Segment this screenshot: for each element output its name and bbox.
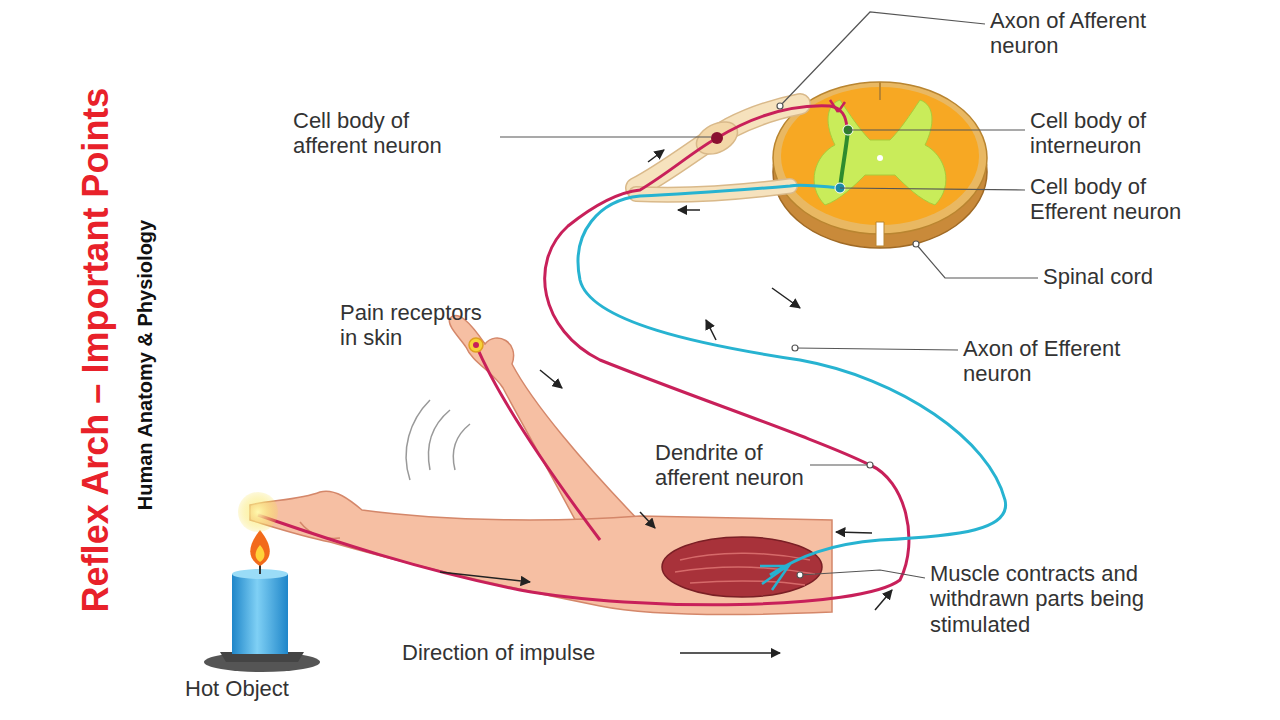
leader-line bbox=[810, 464, 870, 465]
leader-line bbox=[500, 136, 711, 137]
direction-arrow bbox=[680, 652, 780, 654]
subtitle: Human Anatomy & Physiology bbox=[134, 220, 157, 510]
muscle-fibres bbox=[675, 553, 815, 585]
flame-core bbox=[256, 545, 265, 562]
part-label: Cell body of afferent neuron bbox=[293, 108, 463, 159]
motion-arc bbox=[406, 400, 430, 480]
impulse-arrow bbox=[540, 370, 562, 388]
posterior-fissure bbox=[879, 82, 881, 100]
forearm bbox=[250, 491, 832, 614]
arrow-label: Direction of impulse bbox=[402, 640, 682, 665]
leader-dot bbox=[913, 241, 919, 247]
impulse-arrows bbox=[440, 150, 892, 653]
leader-line bbox=[780, 12, 985, 106]
candle bbox=[232, 574, 288, 654]
raised-arm bbox=[465, 338, 644, 548]
impulse-arrow bbox=[772, 288, 800, 308]
anterior-fissure bbox=[876, 222, 884, 246]
afferent-neuron-raised bbox=[476, 345, 600, 540]
note-label: Muscle contracts and withdrawn parts bei… bbox=[930, 561, 1170, 637]
leader-line bbox=[848, 129, 1025, 130]
afferent-cell-body bbox=[711, 132, 723, 144]
object-label: Hot Object bbox=[185, 676, 345, 701]
motion-arc bbox=[453, 424, 470, 470]
leader-line bbox=[916, 244, 1038, 278]
leader-dot bbox=[797, 572, 803, 578]
part-label: Dendrite of afferent neuron bbox=[655, 440, 835, 491]
motor-end-plate bbox=[760, 564, 790, 590]
afferent-neuron bbox=[258, 106, 909, 605]
efferent-neuron bbox=[578, 185, 1006, 575]
heat-glow bbox=[238, 492, 278, 532]
part-label: Axon of Afferent neuron bbox=[990, 8, 1190, 59]
part-label: Pain receptors in skin bbox=[340, 300, 500, 351]
part-label: Cell body of interneuron bbox=[1030, 108, 1210, 159]
impulse-arrow bbox=[678, 209, 700, 211]
part-label: Cell body of Efferent neuron bbox=[1030, 174, 1200, 225]
leader-dot bbox=[792, 345, 798, 351]
biceps-muscle bbox=[662, 537, 822, 597]
candle-holder bbox=[204, 652, 320, 672]
leader-lines bbox=[500, 12, 1038, 578]
flame bbox=[250, 530, 270, 566]
central-canal bbox=[877, 155, 883, 161]
impulse-arrow bbox=[440, 572, 530, 582]
part-label: Spinal cord bbox=[1043, 264, 1243, 289]
impulse-arrow bbox=[836, 532, 872, 533]
pain-receptor-core bbox=[473, 342, 479, 348]
diagram-title: Reflex Arch – Important Points bbox=[75, 88, 116, 613]
impulse-arrow bbox=[706, 320, 716, 340]
interneuron bbox=[840, 130, 848, 188]
leader-dot bbox=[867, 462, 873, 468]
leader-line bbox=[840, 188, 1025, 190]
leader-dot bbox=[777, 103, 783, 109]
leader-line bbox=[800, 570, 925, 578]
leader-line bbox=[795, 348, 958, 350]
impulse-arrow bbox=[640, 512, 655, 528]
cord-inner bbox=[781, 87, 979, 225]
leader-dots bbox=[777, 103, 919, 578]
impulse-arrow bbox=[648, 150, 664, 162]
dorsal-root-ganglion bbox=[691, 115, 743, 160]
motion-arc bbox=[428, 410, 450, 470]
part-label: Axon of Efferent neuron bbox=[963, 336, 1183, 387]
pain-receptor bbox=[469, 338, 483, 352]
impulse-arrow bbox=[875, 590, 892, 610]
afferent-terminal bbox=[830, 100, 845, 112]
